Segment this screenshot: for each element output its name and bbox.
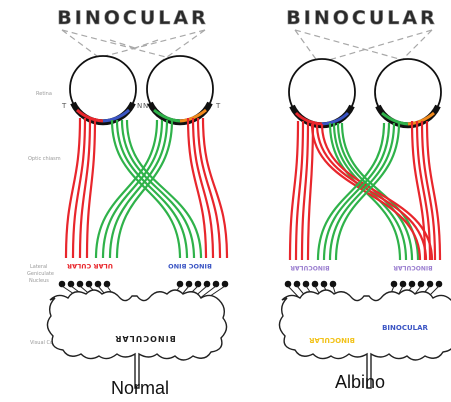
fiber-red (198, 118, 220, 258)
normal-lgn-left-label: ULAR CULAR (67, 262, 113, 270)
albino-caption: Albino (335, 372, 385, 392)
albino-cortex-left-label: BINOCULAR (308, 336, 354, 344)
label-nucleus: Nucleus (29, 278, 49, 284)
normal-cortex-label: BINOCULAR (114, 334, 175, 343)
albino-cortex-right-label: BINOCULAR (382, 324, 428, 332)
label-t-left: T (61, 102, 67, 110)
label-n-left: N (137, 102, 142, 110)
label-n-right: N (143, 102, 148, 110)
normal-optic-fibers (66, 118, 227, 258)
label-lateral: Lateral (30, 264, 47, 270)
label-optic-chiasm: Optic chiasm (28, 156, 61, 162)
normal-lgn-nuclei (59, 281, 229, 288)
albino-lgn-nuclei (285, 281, 443, 288)
normal-title: BINOCULAR (57, 7, 208, 29)
fiber-red (203, 118, 227, 258)
fiber-red (87, 118, 95, 258)
fiber-green (342, 123, 418, 260)
label-t-right: T (215, 102, 221, 110)
albino-lgn-left-label: BINOCULAR (290, 264, 330, 271)
normal-diagram: BINOCULAR Retina Optic chiasm Lateral Ge… (27, 7, 228, 398)
albino-title: BINOCULAR (286, 7, 437, 29)
albino-lgn-right-label: BINOCULAR (393, 264, 433, 271)
albino-optic-fibers (290, 121, 440, 260)
label-retina: Retina (36, 91, 52, 97)
normal-lgn-right-label: BINOC BINO (168, 262, 212, 270)
albino-sightlines (295, 30, 432, 62)
albino-diagram: BINOCULAR BINOCULAR BINOCULAR BINOCULAR … (279, 7, 451, 392)
normal-caption: Normal (111, 378, 169, 398)
label-geniculate: Geniculate (27, 271, 54, 277)
